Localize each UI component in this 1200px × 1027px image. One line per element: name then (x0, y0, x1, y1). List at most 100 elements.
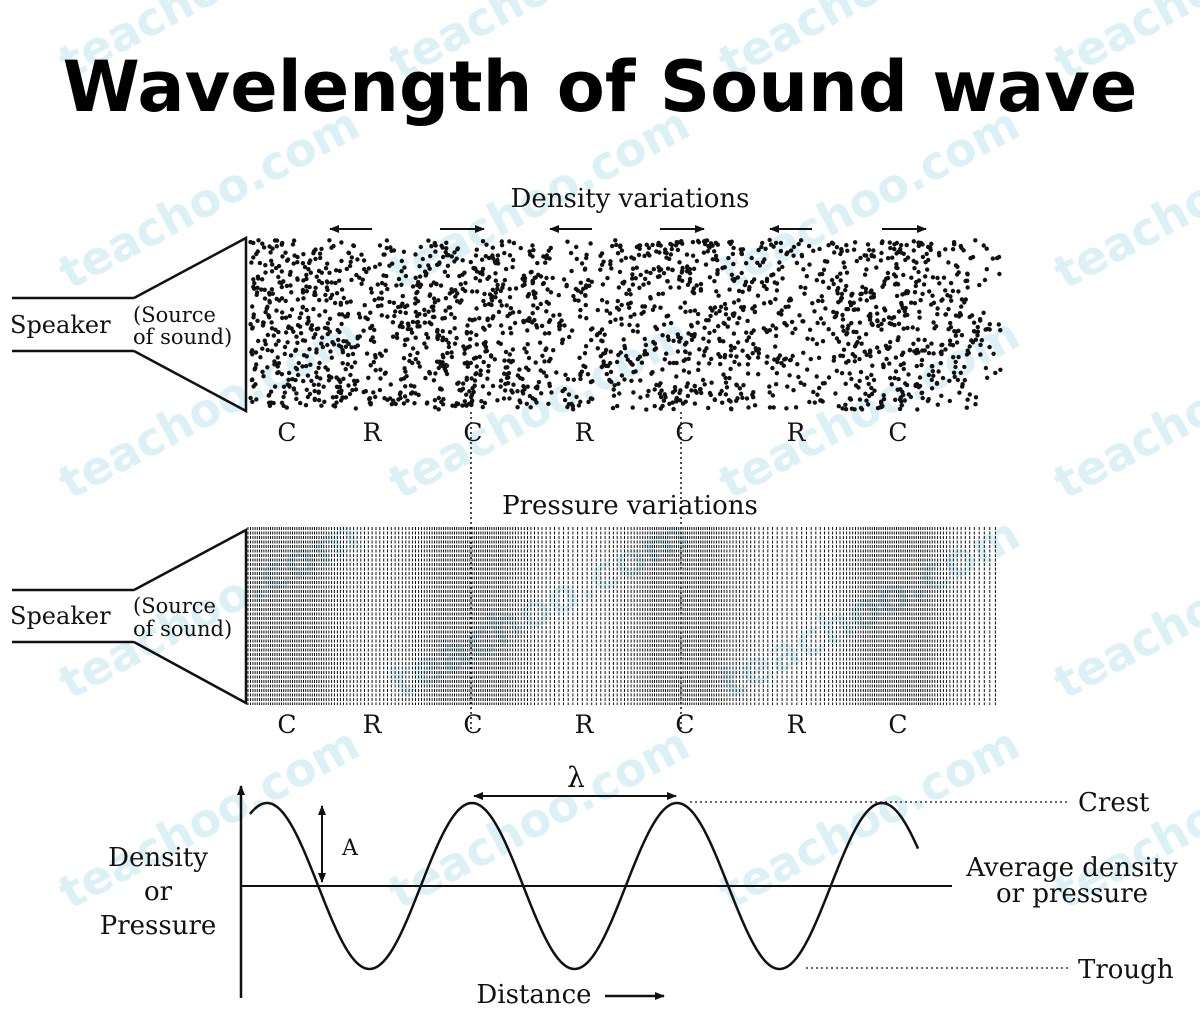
density-particle (653, 346, 659, 351)
density-particle (617, 391, 622, 396)
density-particle (830, 241, 836, 246)
density-particle (415, 324, 420, 329)
density-particle (474, 247, 479, 252)
density-particle (652, 387, 657, 392)
pressure-panel: Pressure variations Speaker (Source of s… (10, 491, 996, 739)
density-particle (560, 388, 565, 394)
density-particle (950, 247, 956, 252)
density-particle (872, 388, 877, 393)
density-particle (878, 258, 884, 263)
density-particle (793, 326, 798, 331)
density-particle (335, 385, 341, 390)
density-particle (413, 301, 418, 306)
density-particle (325, 280, 330, 285)
density-particle (859, 341, 864, 346)
density-particle (535, 260, 540, 266)
density-particle (622, 377, 627, 382)
density-particle (710, 257, 715, 262)
density-particle (637, 285, 642, 290)
density-particle (486, 255, 492, 261)
density-particle (863, 290, 868, 295)
density-particle (734, 354, 739, 359)
density-particle (502, 277, 508, 283)
density-particle (691, 266, 697, 271)
density-particle (917, 315, 922, 320)
density-particle (627, 305, 632, 310)
density-particle (638, 378, 643, 383)
density-particle (695, 320, 700, 325)
density-particle (373, 355, 378, 360)
density-particle (456, 380, 461, 385)
density-particle (449, 354, 455, 360)
density-particle (416, 360, 421, 365)
density-particle (462, 347, 468, 352)
density-particle (314, 374, 320, 380)
density-particle (324, 298, 329, 303)
page-title: Wavelength of Sound wave (62, 46, 1138, 128)
density-particle (515, 389, 520, 394)
density-particle (294, 396, 299, 402)
density-particle (277, 280, 282, 285)
density-particle (289, 307, 295, 312)
density-particle (402, 265, 407, 270)
density-particle (865, 402, 871, 407)
density-particle (493, 290, 498, 295)
density-particle (291, 386, 297, 391)
density-particle (319, 403, 324, 408)
density-particle (948, 320, 953, 326)
density-particle (953, 313, 959, 318)
density-particle (272, 384, 278, 389)
density-particle (467, 389, 472, 394)
density-particle (454, 401, 459, 406)
density-particle (959, 304, 964, 309)
density-particle (289, 290, 294, 295)
density-particle (767, 237, 772, 243)
density-particle (431, 308, 436, 313)
density-particle (979, 338, 984, 343)
density-particle (910, 325, 915, 330)
density-particle (674, 395, 679, 401)
density-particle (282, 344, 288, 350)
density-particle (658, 381, 663, 386)
density-particle (248, 395, 253, 401)
density-particle (531, 303, 536, 308)
density-particle (841, 328, 846, 333)
density-particle (385, 314, 390, 319)
density-particle (936, 369, 941, 374)
density-particle (716, 293, 721, 298)
density-particle (728, 241, 733, 246)
density-particle (953, 364, 958, 370)
density-particle (464, 331, 470, 336)
density-particle (346, 352, 351, 358)
density-particle (488, 353, 494, 358)
density-particle (562, 397, 568, 403)
density-particle (532, 275, 537, 280)
density-particle (377, 387, 383, 393)
density-particle (608, 369, 614, 375)
density-particle (998, 367, 1003, 372)
density-particle (413, 252, 418, 257)
density-particle (898, 243, 904, 248)
density-particle (533, 360, 538, 365)
density-particle (875, 318, 880, 324)
density-particle (619, 316, 624, 321)
density-particle (868, 290, 873, 295)
density-particle (642, 348, 648, 354)
density-particle (690, 253, 696, 258)
density-particle (368, 325, 373, 331)
density-particle (432, 398, 438, 403)
density-particle (773, 382, 779, 387)
density-particle (650, 307, 656, 312)
density-particle (301, 378, 306, 384)
density-particle (509, 331, 514, 336)
density-particle (859, 407, 865, 412)
density-particle (930, 275, 936, 280)
density-particle (849, 376, 854, 382)
density-particle (511, 382, 516, 387)
density-particle (507, 253, 513, 258)
density-particle (736, 298, 741, 303)
density-particle (761, 301, 767, 306)
density-particle (289, 326, 294, 331)
density-particle (957, 390, 962, 395)
